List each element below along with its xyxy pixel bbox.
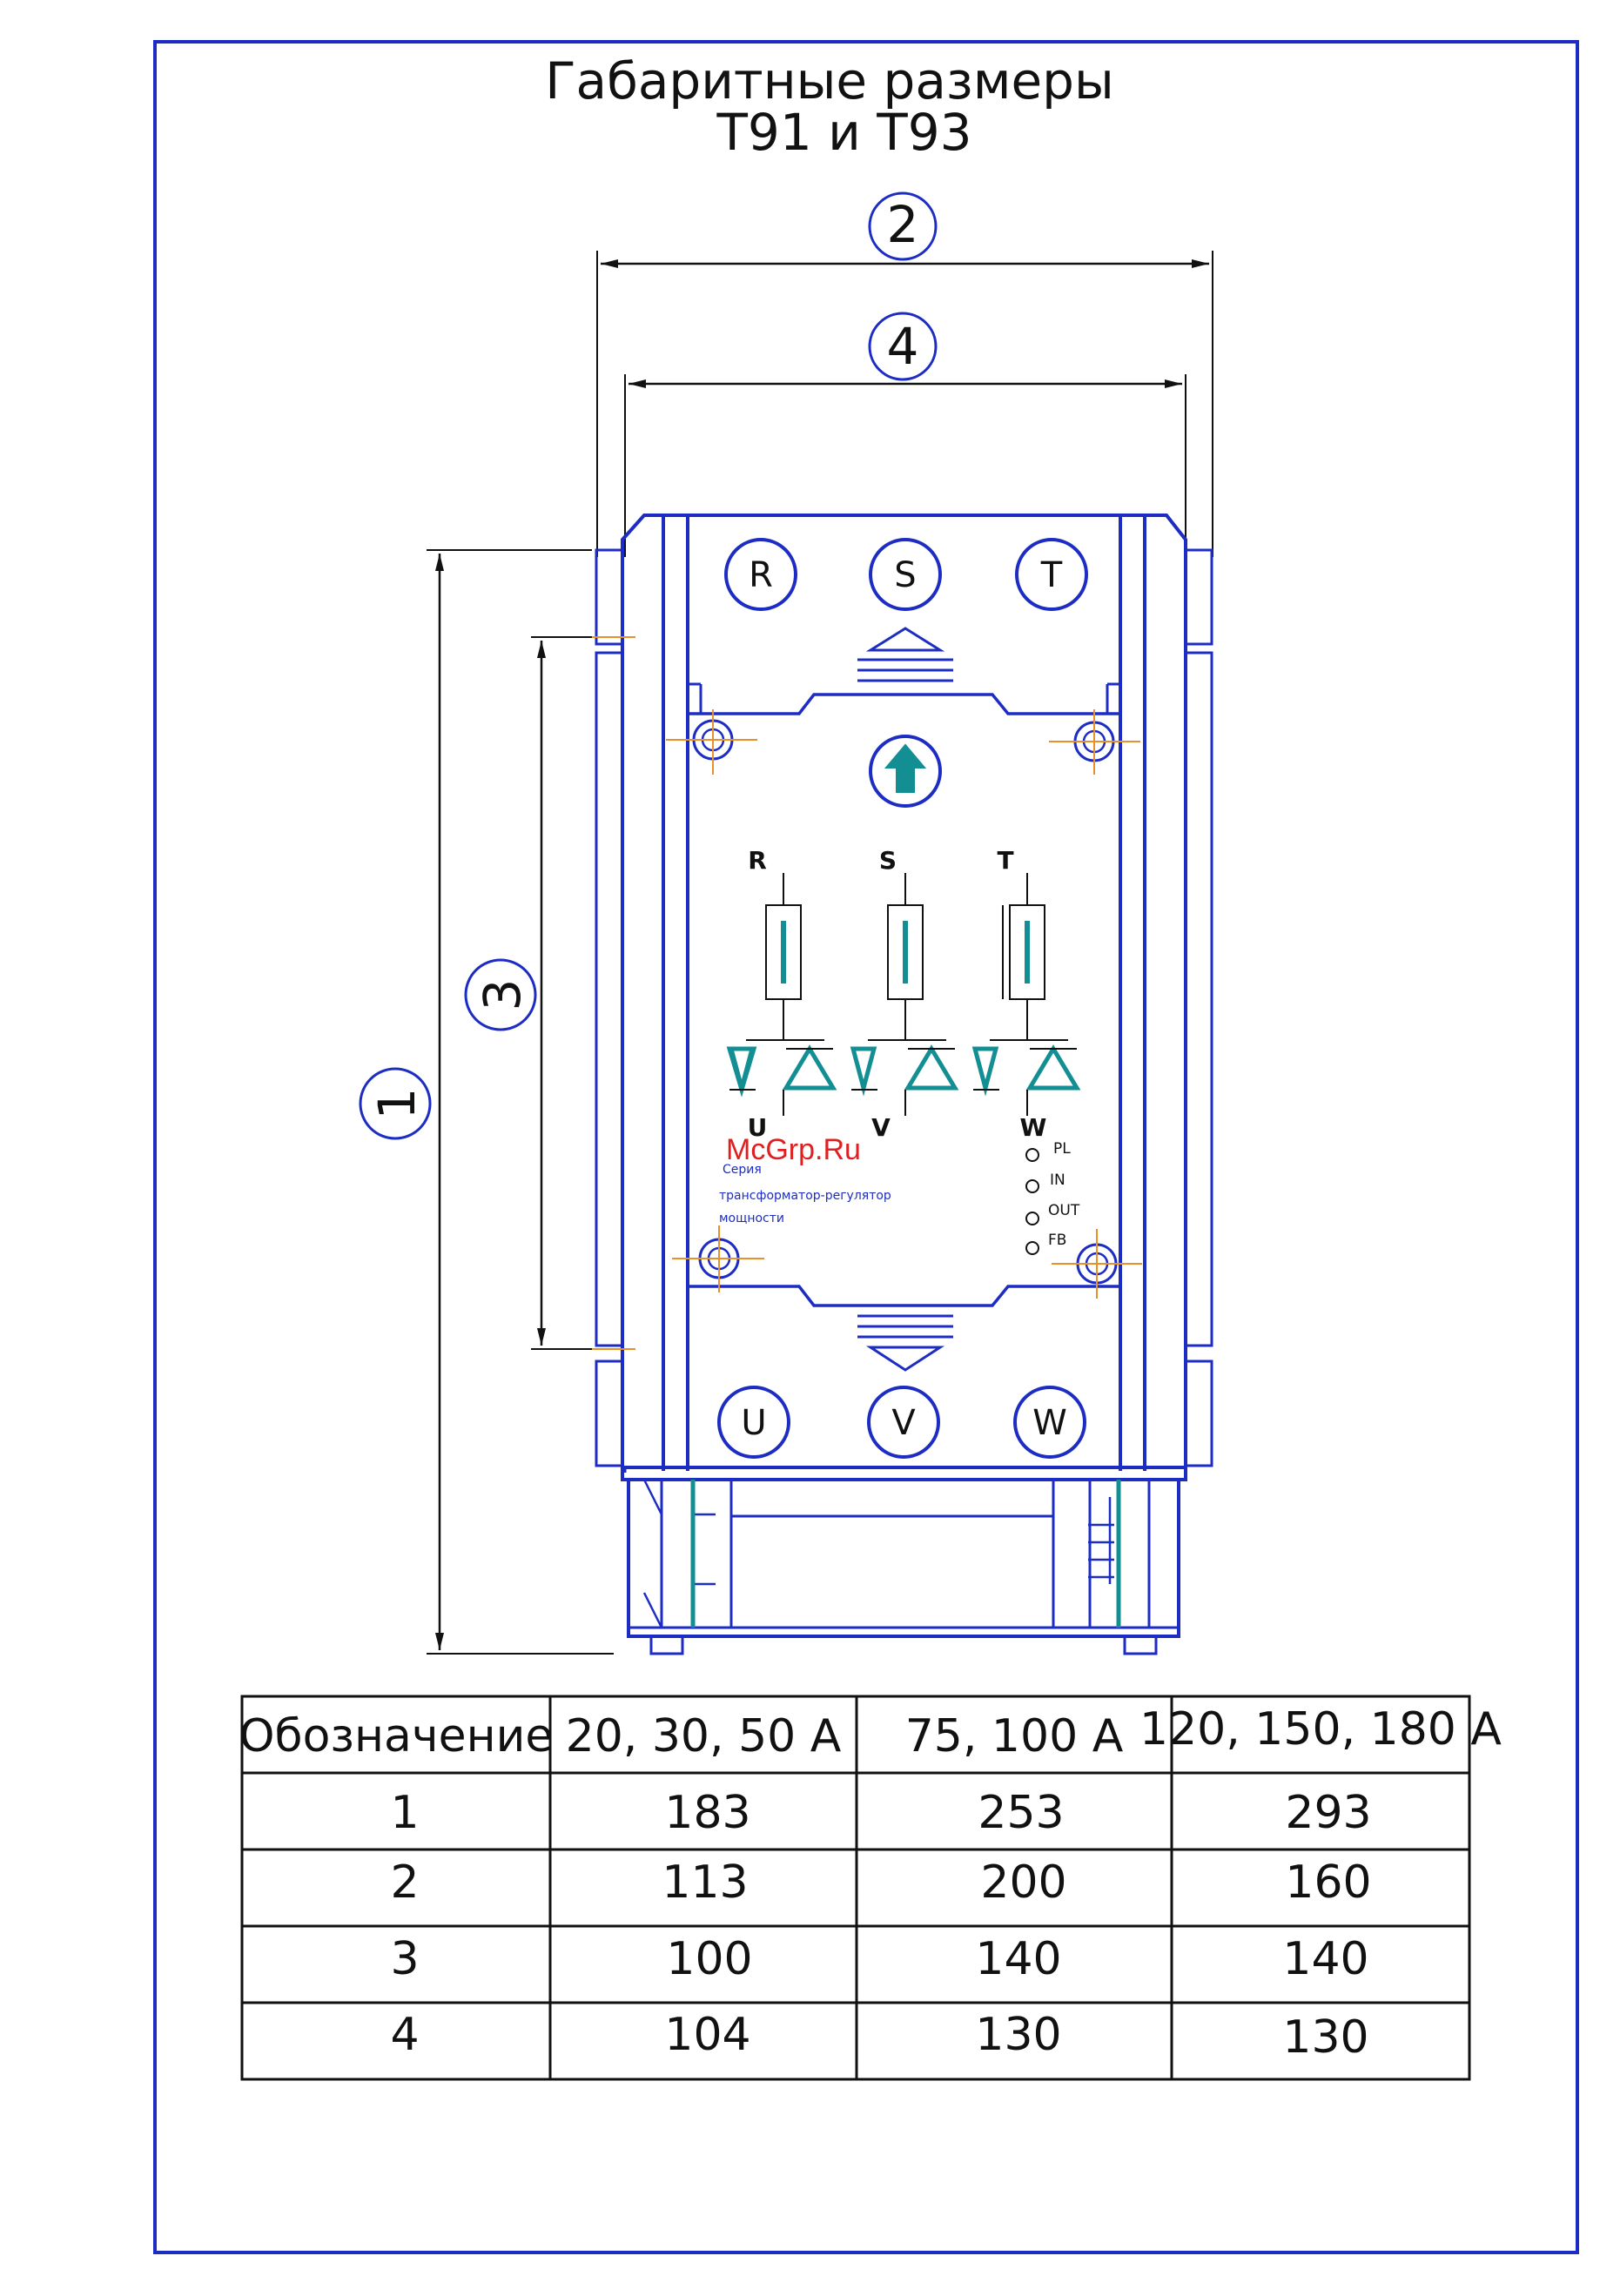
dimension-marker-4-label: 4 <box>887 317 919 376</box>
dimension-1: 1 <box>360 550 614 1654</box>
table-cell: 130 <box>1282 2011 1368 2064</box>
table-header-col-2: 75, 100 А <box>905 1710 1124 1762</box>
terminal-s-label: S <box>894 555 916 595</box>
phase-circuit-t: T W <box>973 846 1077 1142</box>
table-cell: 200 <box>980 1856 1066 1909</box>
phase-label-r: R <box>748 846 767 875</box>
table-row: 4 104 130 130 <box>390 2009 1368 2064</box>
indicator-fb-led <box>1026 1242 1039 1254</box>
thyristor-icon <box>853 1049 874 1088</box>
title-line-1: Габаритные размеры <box>545 51 1114 111</box>
phase-label-v: V <box>871 1113 891 1142</box>
table-header-designation: Обозначение <box>239 1710 554 1762</box>
output-chevron-icon <box>857 1316 953 1370</box>
phase-circuit-s: S V <box>851 846 955 1142</box>
terminal-u-label: U <box>741 1403 766 1443</box>
device-caption-line-2: трансформатор-регулятор <box>719 1189 891 1203</box>
indicator-pl-led <box>1026 1149 1039 1161</box>
screw-icon <box>666 709 757 775</box>
terminal-u: U <box>719 1387 789 1457</box>
device-caption-line-3: мощности <box>719 1212 784 1225</box>
table-row: 1 183 253 293 <box>390 1787 1371 1839</box>
dimension-marker-1-label: 1 <box>367 1088 427 1120</box>
table-cell: 4 <box>390 2009 419 2061</box>
table-cell: 160 <box>1285 1856 1371 1909</box>
terminal-v: V <box>869 1387 938 1457</box>
table-cell: 293 <box>1285 1787 1371 1839</box>
terminal-w-label: W <box>1032 1403 1067 1443</box>
table-cell: 253 <box>978 1787 1064 1839</box>
table-cell: 140 <box>975 1933 1061 1985</box>
table-cell: 104 <box>664 2009 750 2061</box>
up-arrow-icon <box>870 736 940 806</box>
terminal-v-label: V <box>891 1403 916 1443</box>
phase-label-s: S <box>879 846 897 875</box>
input-chevron-icon <box>857 628 953 681</box>
table-header-col-3: 120, 150, 180 А <box>1139 1703 1502 1756</box>
screw-icon <box>672 1225 764 1292</box>
watermark: McGrp.Ru <box>726 1133 861 1166</box>
phase-circuit-r: R U <box>729 846 833 1142</box>
phase-label-w: W <box>1020 1113 1047 1142</box>
table-cell: 2 <box>390 1856 419 1909</box>
table-cell: 113 <box>662 1856 748 1909</box>
sheet-border <box>155 42 1577 2252</box>
table-row: 2 113 200 160 <box>390 1856 1371 1909</box>
diode-icon <box>1030 1049 1077 1088</box>
diode-icon <box>908 1049 955 1088</box>
dimension-marker-3-label: 3 <box>473 979 532 1011</box>
dimension-4: 4 <box>625 313 1186 557</box>
dimension-3: 3 <box>466 637 635 1349</box>
indicator-out-led <box>1026 1212 1039 1225</box>
indicator-out-label: OUT <box>1048 1202 1080 1219</box>
terminal-t: T <box>1017 540 1086 609</box>
dimensions-table: Обозначение 20, 30, 50 А 75, 100 А 120, … <box>239 1696 1502 2079</box>
screw-icon <box>1049 709 1140 775</box>
table-cell: 100 <box>666 1933 752 1985</box>
terminal-w: W <box>1015 1387 1085 1457</box>
terminal-r-label: R <box>749 555 773 595</box>
table-row: 3 100 140 140 <box>390 1933 1368 1985</box>
table-cell: 140 <box>1282 1933 1368 1985</box>
thyristor-icon <box>975 1049 996 1088</box>
title-line-2: Т91 и Т93 <box>716 103 971 162</box>
device-outline <box>596 515 1212 1654</box>
indicator-pl-label: PL <box>1053 1140 1071 1158</box>
table-cell: 183 <box>664 1787 750 1839</box>
indicator-fb-label: FB <box>1048 1232 1066 1249</box>
indicator-list: PL IN OUT FB <box>1026 1140 1080 1254</box>
diode-icon <box>786 1049 833 1088</box>
table-header-col-1: 20, 30, 50 А <box>566 1710 842 1762</box>
table-cell: 3 <box>390 1933 419 1985</box>
table-cell: 130 <box>975 2009 1061 2061</box>
dimension-marker-2-label: 2 <box>887 195 919 254</box>
terminal-r: R <box>726 540 796 609</box>
table-cell: 1 <box>390 1787 419 1839</box>
terminal-s: S <box>870 540 940 609</box>
phase-label-t: T <box>997 846 1013 875</box>
terminal-t-label: T <box>1040 555 1063 595</box>
indicator-in-label: IN <box>1050 1171 1065 1189</box>
indicator-in-led <box>1026 1180 1039 1192</box>
